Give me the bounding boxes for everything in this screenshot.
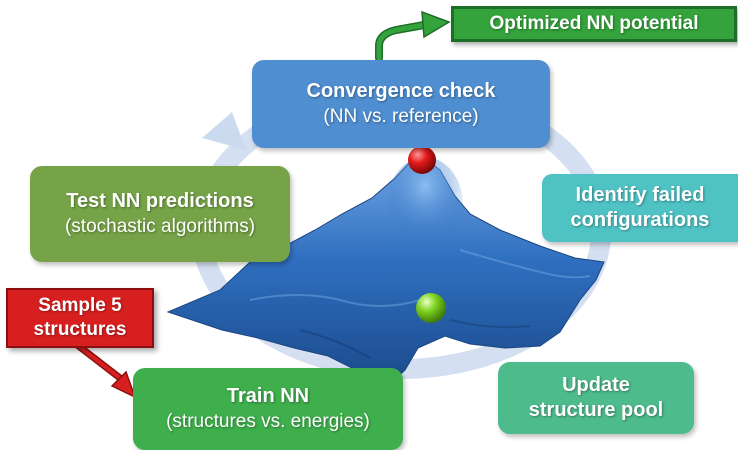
test-nn-subtitle: (stochastic algorithms) <box>64 216 256 237</box>
train-nn-box: Train NN (structures vs. energies) <box>133 368 403 450</box>
identify-line-2: configurations <box>570 209 710 231</box>
train-nn-title: Train NN <box>226 385 310 407</box>
update-line-2: structure pool <box>528 399 664 421</box>
test-nn-predictions-box: Test NN predictions (stochastic algorith… <box>30 166 290 262</box>
sample-line-2: structures <box>33 319 127 340</box>
update-structure-pool-box: Update structure pool <box>498 362 694 434</box>
maximum-marker <box>408 146 436 174</box>
output-arrow <box>375 10 451 62</box>
optimized-nn-potential-box: Optimized NN potential <box>451 6 737 42</box>
optimized-nn-potential-label: Optimized NN potential <box>489 13 699 34</box>
sample-structures-box: Sample 5 structures <box>6 288 154 348</box>
sample-line-1: Sample 5 <box>38 295 122 316</box>
identify-failed-configurations-box: Identify failed configurations <box>542 174 738 242</box>
convergence-check-title: Convergence check <box>306 80 496 102</box>
minimum-marker <box>416 293 446 323</box>
convergence-check-subtitle: (NN vs. reference) <box>323 106 479 127</box>
input-arrow <box>72 340 137 399</box>
convergence-check-box: Convergence check (NN vs. reference) <box>252 60 550 148</box>
train-nn-subtitle: (structures vs. energies) <box>166 411 370 432</box>
test-nn-title: Test NN predictions <box>66 190 254 212</box>
update-line-1: Update <box>562 374 630 396</box>
identify-line-1: Identify failed <box>575 184 705 206</box>
